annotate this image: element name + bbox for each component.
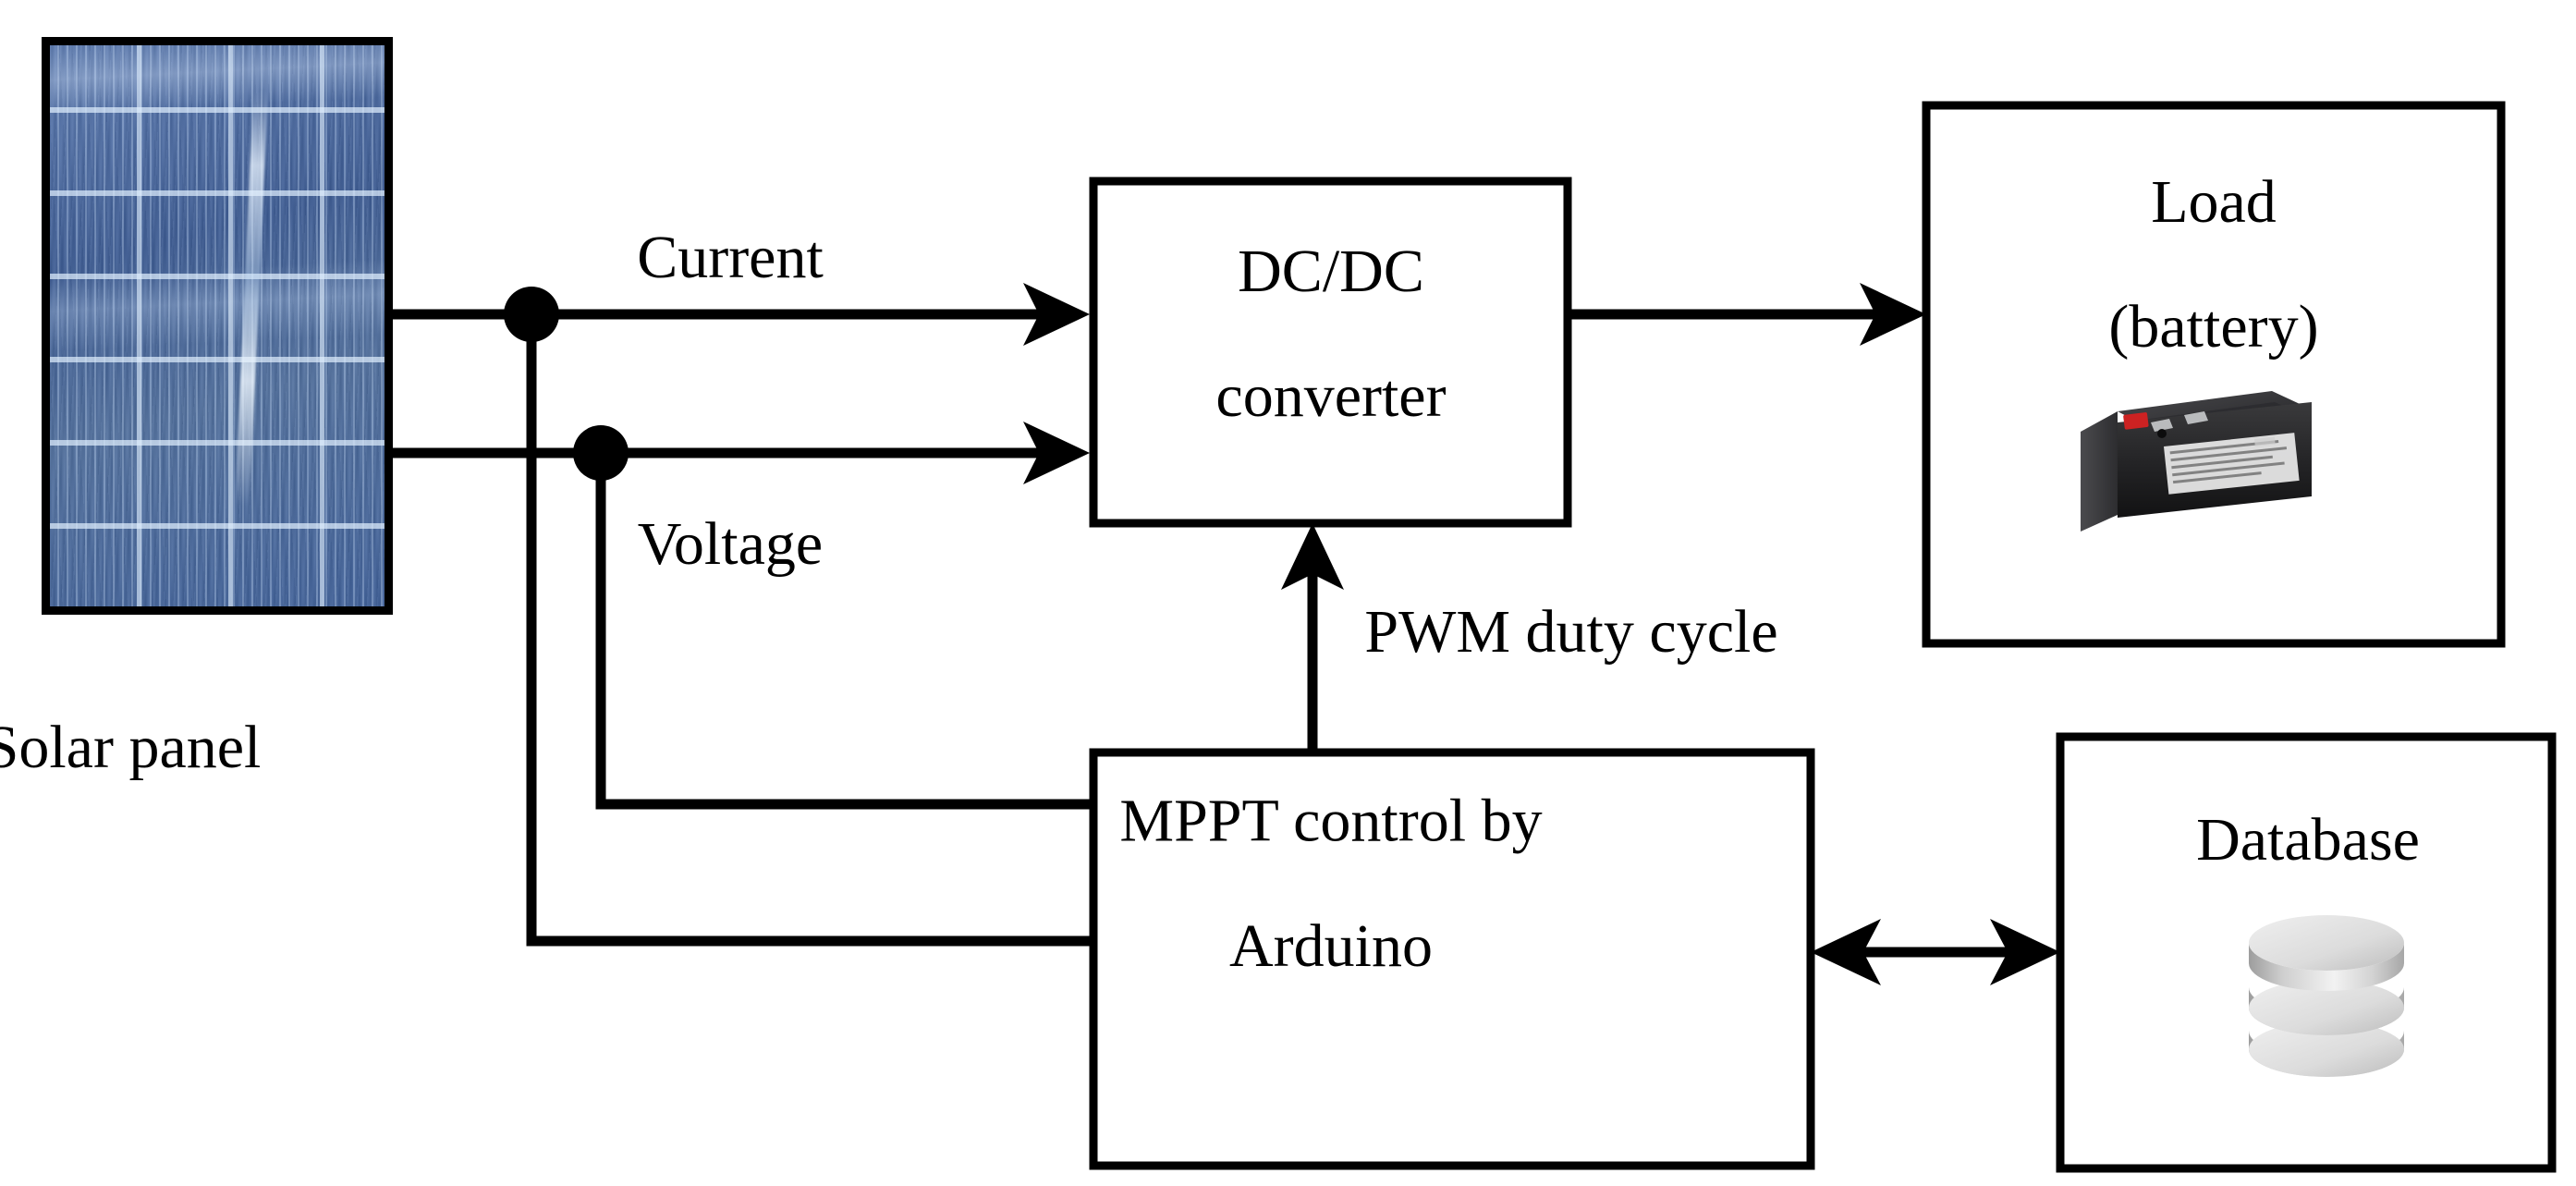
load-label-line1: Load [2151, 168, 2277, 236]
mppt-to-database-arrow-head [1990, 919, 2060, 985]
dcdc-converter-label-line2: converter [1215, 362, 1446, 430]
mppt-label-line1: MPPT control by [1119, 788, 1542, 855]
pwm-arrow-head [1281, 523, 1344, 590]
solar-panel-label: Solar panel [0, 714, 261, 781]
solar-panel-photo [42, 37, 393, 615]
current-junction-dot [504, 287, 559, 342]
converter-to-load-arrow-head [1860, 283, 1926, 346]
voltage-arrow-head [1023, 422, 1090, 484]
voltage-junction-dot [573, 425, 629, 481]
current-label: Current [637, 224, 824, 291]
solar-panel-grid-horizontal [50, 45, 385, 606]
database-to-mppt-arrow-head [1811, 919, 1881, 985]
dcdc-converter-box[interactable] [1089, 177, 1572, 528]
mppt-controller-box[interactable] [1089, 748, 1815, 1170]
current-arrow-head [1023, 283, 1090, 346]
voltage-feedback-wire [595, 453, 1093, 810]
load-battery-box[interactable] [1922, 101, 2506, 648]
load-label-line2: (battery) [2108, 293, 2318, 361]
battery-photo [2081, 391, 2312, 532]
database-label: Database [2196, 806, 2420, 874]
mppt-label-line2: Arduino [1229, 912, 1433, 980]
database-box[interactable] [2056, 732, 2557, 1173]
pwm-duty-cycle-label: PWM duty cycle [1364, 598, 1777, 666]
dcdc-converter-label-line1: DC/DC [1238, 238, 1424, 305]
database-icon [2249, 915, 2404, 1077]
voltage-label: Voltage [638, 510, 823, 578]
current-feedback-wire [526, 314, 1093, 947]
